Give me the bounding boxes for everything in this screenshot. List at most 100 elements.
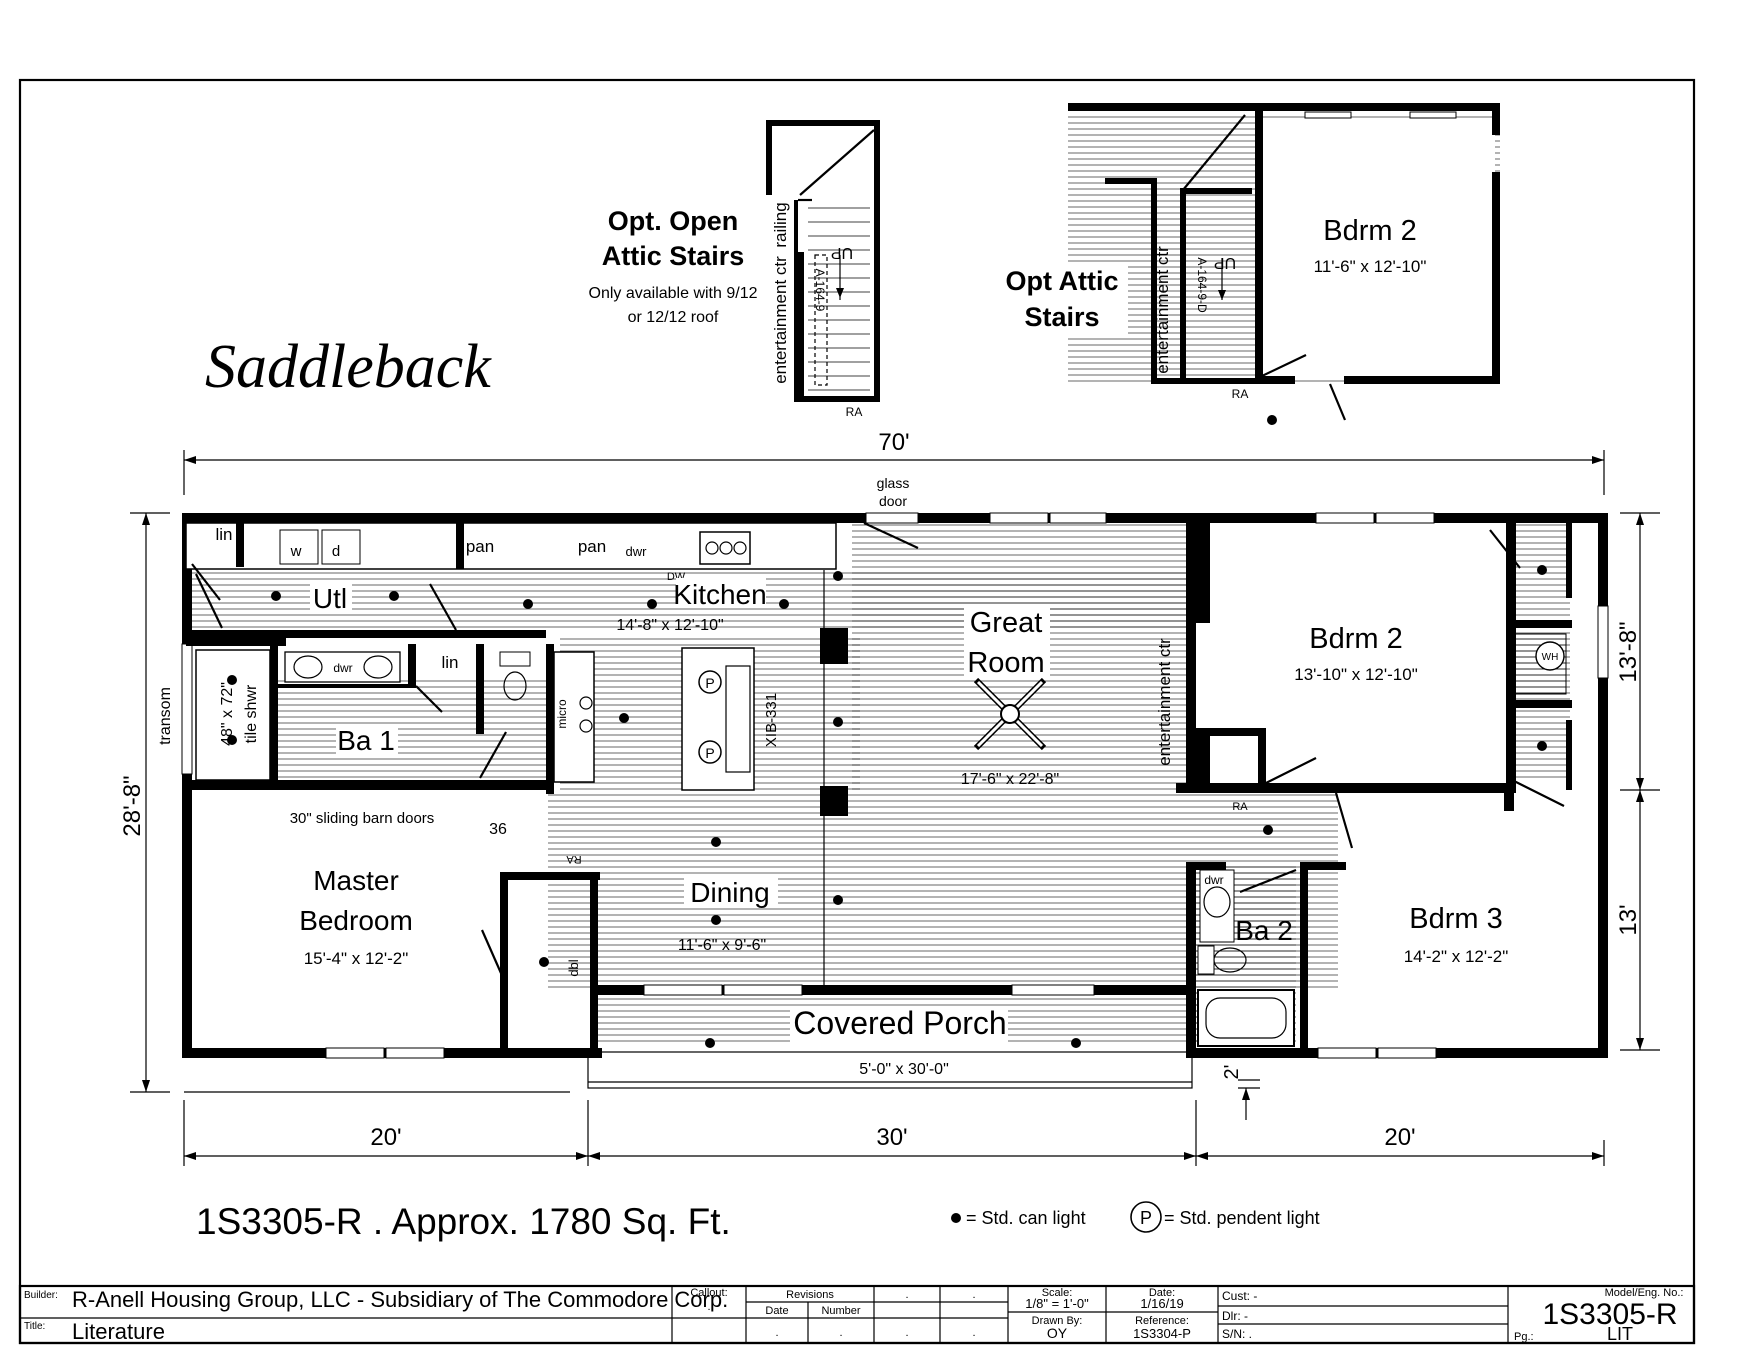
revision-date-cell: . [775,1327,778,1339]
cust-field: Cust: - [1222,1289,1257,1303]
drawn-by-value: OY [1047,1325,1068,1341]
callout-caption: Callout: [690,1287,727,1299]
inset-up-label: UP [831,244,853,261]
kitchen-size-label: 14'-8" x 12'-10" [616,617,723,634]
bdrm2-size-label: 13'-10" x 12'-10" [1294,665,1417,684]
dlr-field: Dlr: - [1222,1309,1248,1323]
can-light-icon [523,599,533,609]
inset-open-note-1: Only available with 9/12 [589,285,758,302]
shower-type-label: tile shwr [243,684,260,743]
title-block: Builder: R-Anell Housing Group, LLC - Su… [18,1284,1696,1345]
master-room-label-2: Bedroom [299,905,413,936]
model-value: 1S3305-R [1542,1298,1677,1331]
reference-value: 1S3304-P [1133,1326,1191,1341]
washer-label: w [290,543,302,560]
inset-railing-label: railing [771,202,790,247]
can-light-icon [619,713,629,723]
dimension-36-label: 36 [489,821,507,838]
pendant-light-icon [698,670,722,694]
bottom-dimensions: 20' 30' 20' [183,1091,1605,1166]
builder-name: R-Anell Housing Group, LLC - Subsidiary … [72,1287,728,1312]
title-caption: Title: [24,1321,45,1332]
revision-cell: . [905,1289,908,1301]
can-light-icon [271,591,281,601]
glass-door-label-2: door [879,493,907,509]
can-light-icon [833,895,843,905]
inset2-stair-code: A-164-9-D [1195,257,1209,313]
revision-cell: . [905,1327,908,1339]
inset-bdrm2-size: 11'-6" x 12'-10" [1314,257,1427,276]
revision-number-cell: . [839,1327,842,1339]
can-light-icon [1537,565,1547,575]
barn-doors-label: 30" sliding barn doors [290,810,435,827]
model-caption: Model/Eng. No.: [1605,1287,1684,1299]
scale-value: 1/8" = 1'-0" [1025,1296,1089,1311]
room-labels: Utl Kitchen 14'-8" x 12'-10" Great Room … [299,578,1508,1078]
inset-stair-code: A-164-9 [813,269,827,312]
water-heater-label: WH [1542,652,1559,663]
revision-cell: . [972,1289,975,1301]
island-label: XIB-331 [763,693,780,747]
lin-label: lin [215,525,232,544]
right-dim-lower: 13' [1615,904,1642,935]
inset-attic-stairs: Bdrm 2 11'-6" x 12'-10" Opt Attic Stairs… [1000,103,1500,425]
dining-room-label: Dining [690,877,769,908]
revisions-number-col: Number [821,1305,860,1317]
bdrm3-room-label: Bdrm 3 [1409,903,1502,935]
pantry-label: pan [466,537,494,556]
ba1-room-label: Ba 1 [337,725,395,756]
inset-attic-title-2: Stairs [1024,302,1099,332]
can-lights [227,565,1547,1048]
can-light-icon [833,717,843,727]
plan-title: Saddleback [205,333,492,401]
microwave-label: micro [555,699,569,729]
can-light-icon [227,675,237,685]
ent-ctr-label: entertainment ctr [1155,638,1174,766]
great-room-label-1: Great [970,607,1043,639]
bath-drawer-label: dwr [333,661,352,675]
inset2-ent-ctr-label: entertainment ctr [1153,246,1172,374]
bottom-dim-left: 20' [370,1124,401,1151]
overall-width-dimension: 70' [183,429,1605,495]
date-caption: Date: [1149,1287,1175,1299]
pendant-label: P [705,745,714,761]
sn-field: S/N: . [1222,1327,1252,1341]
fixtures [195,529,1567,1047]
inset-bdrm2-label: Bdrm 2 [1323,215,1416,247]
page-value: LIT [1607,1324,1633,1344]
ra-label: RA [1232,801,1248,813]
inset-open-title-2: Attic Stairs [602,241,745,271]
inset2-ra-label: RA [1232,387,1249,401]
shower-size-label: 48" x 72" [219,682,236,746]
model-sqft-label: 1S3305-R . Approx. 1780 Sq. Ft. [196,1201,731,1242]
ba2-drawer-label: dwr [1204,873,1223,887]
can-light-icon [1263,825,1273,835]
inset-open-title-1: Opt. Open [608,206,739,236]
kitchen-drawer-label: dwr [626,544,648,559]
pantry-label-2: pan [578,537,606,556]
revision-cell: . [972,1327,975,1339]
master-size-label: 15'-4" x 12'-2" [304,949,409,968]
page-caption: Pg.: [1514,1331,1534,1343]
can-light-icon [1537,741,1547,751]
overall-width-label: 70' [878,429,909,456]
door-swings [191,522,1565,981]
bottom-dim-right: 20' [1384,1124,1415,1151]
pendant-light-icon [698,740,722,764]
right-dimensions: 13'-8" 13' 2' [1221,512,1660,1120]
glass-door-label-1: glass [877,475,910,491]
can-light-icon [647,599,657,609]
kitchen-room-label: Kitchen [673,579,766,610]
drawn-by-caption: Drawn By: [1032,1315,1083,1327]
porch-size-label: 5'-0" x 30'-0" [859,1061,949,1078]
can-light-icon [1267,415,1277,425]
windows [181,512,1609,1059]
pendant-label: P [705,675,714,691]
inset-open-attic-stairs: Opt. Open Attic Stairs Only available wi… [589,120,880,419]
inset2-up-label: UP [1214,254,1236,271]
fixture-labels: lin w d pan pan dwr DW dwr lin 48" x 72"… [215,525,1558,977]
bottom-dim-middle: 30' [876,1124,907,1151]
inset-open-note-2: or 12/12 roof [628,309,719,326]
revisions-date-col: Date [765,1305,788,1317]
bdrm2-room-label: Bdrm 2 [1309,623,1402,655]
